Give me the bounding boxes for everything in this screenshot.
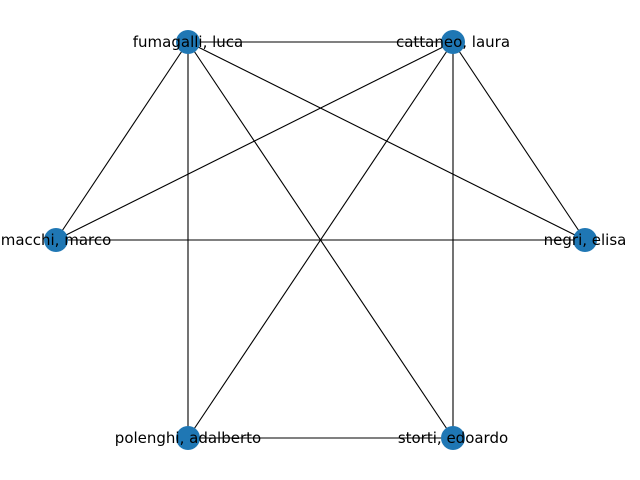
node-label-fumagalli: fumagalli, luca — [133, 33, 243, 51]
edge-fumagalli-macchi — [55, 41, 189, 241]
edges-layer — [55, 41, 586, 439]
node-macchi — [44, 228, 68, 252]
node-storti — [441, 426, 465, 450]
node-polenghi — [176, 426, 200, 450]
node-label-storti: storti, edoardo — [398, 429, 508, 447]
edge-cattaneo-macchi — [55, 41, 454, 241]
edge-cattaneo-negri — [452, 41, 586, 241]
node-label-polenghi: polenghi, adalberto — [115, 429, 261, 447]
node-cattaneo — [441, 30, 465, 54]
node-negri — [573, 228, 597, 252]
node-label-cattaneo: cattaneo, laura — [396, 33, 510, 51]
node-fumagalli — [176, 30, 200, 54]
labels-layer: fumagalli, luca cattaneo, laura macchi, ma… — [1, 33, 627, 447]
node-label-negri: negri, elisa — [544, 231, 627, 249]
node-label-macchi: macchi, marco — [1, 231, 112, 249]
nodes-layer — [44, 30, 597, 450]
